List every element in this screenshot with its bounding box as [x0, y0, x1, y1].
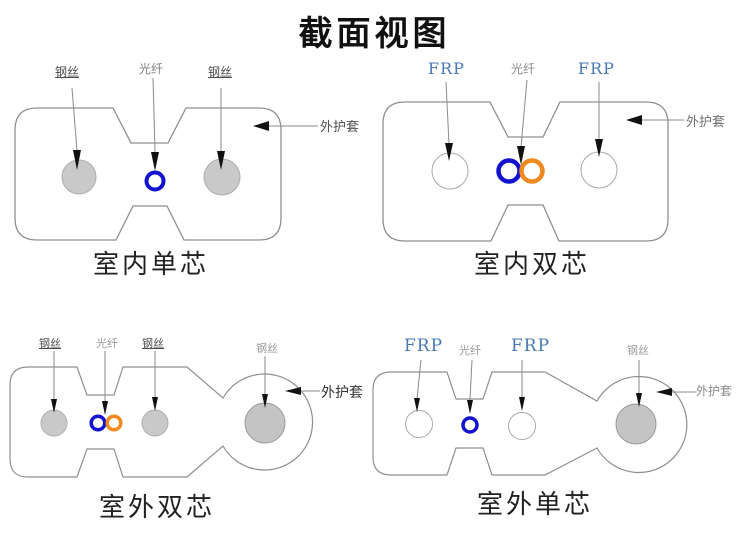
optical-fiber: [461, 416, 479, 434]
label-outer-sheath: 外护套: [696, 384, 733, 398]
arrow-left-icon: [656, 388, 672, 396]
indoor-dual-diagram: [382, 79, 684, 242]
frp-right: [580, 151, 618, 189]
steel-wire-left: [40, 409, 68, 437]
arrow-down-icon: [636, 393, 642, 407]
cable-sheath-outline: [9, 366, 314, 478]
frp-left: [431, 152, 469, 190]
arrow-down-icon: [102, 401, 108, 415]
label-steel-wire-right: 钢丝: [208, 65, 233, 79]
caption-outdoor-dual: 室外双芯: [99, 493, 216, 523]
arrow-down-icon: [73, 150, 81, 170]
messenger-steel-wire: [615, 403, 657, 445]
label-frp-left: FRP: [428, 59, 465, 78]
frp-left: [405, 410, 433, 438]
label-messenger-steel-wire: 钢丝: [627, 344, 649, 357]
leader-line: [469, 359, 473, 401]
caption-indoor-dual: 室内双芯: [474, 250, 591, 280]
indoor-single-diagram: [14, 77, 318, 241]
leader-line: [445, 81, 450, 145]
label-frp-right: FRP: [511, 336, 551, 356]
label-frp-right: FRP: [578, 59, 615, 78]
leader-line: [416, 359, 422, 400]
leader-line: [520, 79, 528, 148]
arrow-left-icon: [253, 121, 269, 131]
arrow-down-icon: [519, 397, 525, 411]
caption-indoor-single: 室内单芯: [93, 250, 210, 280]
label-messenger-steel-wire: 钢丝: [256, 342, 278, 355]
arrow-down-icon: [595, 139, 603, 157]
cable-sheath-outline: [382, 101, 669, 242]
label-optical-fiber: 光纤: [511, 62, 536, 76]
outdoor-dual-diagram: [9, 351, 320, 478]
label-outer-sheath: 外护套: [320, 120, 360, 135]
label-optical-fiber: 光纤: [459, 344, 481, 357]
messenger-steel-wire: [244, 402, 286, 444]
arrow-down-icon: [445, 143, 453, 161]
arrow-down-icon: [217, 151, 225, 170]
steel-wire-left: [61, 159, 97, 195]
caption-outdoor-single: 室外单芯: [477, 490, 594, 520]
arrow-left-icon: [285, 387, 301, 395]
arrow-left-icon: [626, 115, 642, 125]
label-steel-wire-right: 钢丝: [142, 337, 164, 350]
arrow-down-icon: [151, 152, 159, 171]
steel-wire-right: [141, 409, 169, 437]
label-frp-left: FRP: [404, 336, 444, 356]
arrow-down-icon: [262, 394, 268, 408]
optical-fiber-orange: [105, 414, 123, 432]
optical-fiber: [144, 170, 166, 192]
arrow-down-icon: [414, 398, 420, 412]
leader-line: [71, 87, 78, 152]
label-steel-wire-left: 钢丝: [39, 337, 61, 350]
label-outer-sheath: 外护套: [321, 385, 363, 401]
frp-right: [508, 412, 536, 440]
outdoor-single-diagram: [372, 359, 696, 476]
cable-sheath-outline: [372, 371, 688, 476]
arrow-down-icon: [467, 400, 473, 414]
optical-fiber-orange: [519, 158, 545, 184]
page-title: 截面视图: [298, 14, 451, 54]
label-steel-wire-left: 钢丝: [55, 65, 80, 79]
arrow-down-icon: [152, 397, 158, 411]
arrow-down-icon: [517, 146, 525, 165]
leader-line: [152, 77, 156, 153]
arrow-down-icon: [51, 399, 57, 413]
optical-fiber-blue: [496, 158, 522, 184]
label-optical-fiber: 光纤: [139, 62, 164, 76]
label-optical-fiber: 光纤: [96, 337, 118, 350]
cable-sheath-outline: [14, 107, 282, 241]
optical-fiber-blue: [89, 414, 107, 432]
label-outer-sheath: 外护套: [686, 115, 726, 130]
